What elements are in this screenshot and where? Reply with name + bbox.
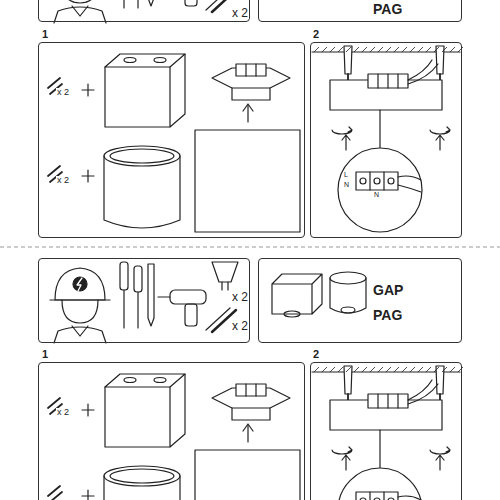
step-number: 2	[312, 29, 320, 40]
instruction-panel: x 2 x 2	[38, 258, 250, 343]
panel-text: N	[373, 191, 380, 198]
panel-text: PAG	[372, 2, 403, 16]
panel-text: x 2	[231, 7, 249, 19]
panel-text: x 2	[231, 320, 249, 332]
instruction-panel: 2LNN	[310, 42, 462, 238]
panel-text: N	[343, 181, 350, 188]
instruction-panel: 1x 2	[38, 362, 305, 500]
panel-text: x 2	[231, 291, 249, 303]
step-number: 1	[41, 349, 49, 360]
instruction-panel: x 2	[38, 0, 250, 22]
panel-text: x 2	[56, 408, 70, 417]
instruction-panel: 1x 2x 2	[38, 42, 305, 238]
panel-text: L	[343, 171, 349, 178]
instruction-panel: PAG	[258, 0, 462, 22]
panel-text: PAG	[372, 308, 403, 322]
panel-text: GAP	[372, 283, 404, 297]
instruction-panel: GAP PAG	[258, 258, 462, 343]
instruction-panel: 2	[310, 362, 462, 500]
step-number: 1	[41, 29, 49, 40]
step-number: 2	[312, 349, 320, 360]
panel-text: x 2	[56, 88, 70, 97]
panel-text: x 2	[56, 176, 70, 185]
